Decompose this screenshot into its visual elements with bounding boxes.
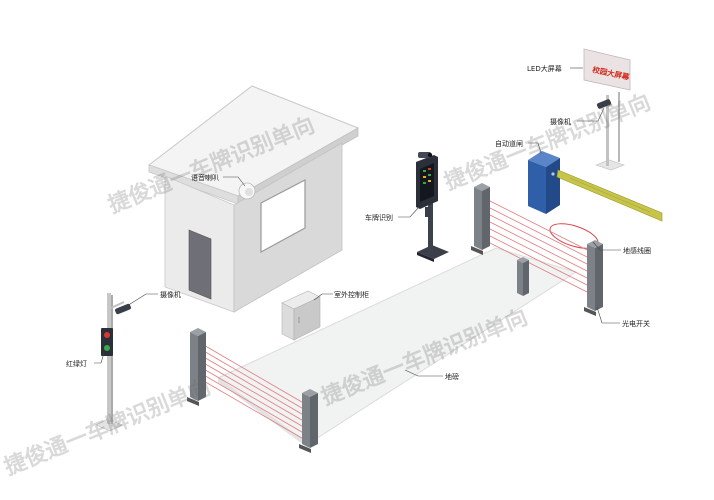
- auto-barrier-gate: [528, 151, 663, 222]
- label-ground-loop: 地感线圈: [623, 247, 651, 255]
- plate-recognition-unit: [416, 152, 449, 262]
- guard-house: [147, 85, 360, 313]
- guard-house-door: [188, 229, 212, 300]
- camera-left-icon: [115, 303, 131, 315]
- speaker-icon: [238, 182, 256, 200]
- photo-post-front-left: [187, 328, 206, 406]
- label-photo-switch: 光电开关: [622, 320, 650, 328]
- label-led-screen: LED大屏幕: [527, 65, 562, 73]
- photo-post-front-right: [299, 389, 318, 453]
- traffic-light-icon: [101, 328, 113, 356]
- label-outdoor-cabinet: 室外控制柜: [334, 291, 369, 299]
- label-traffic-light: 红绿灯: [66, 360, 87, 368]
- label-camera-left: 摄像机: [160, 291, 181, 299]
- label-plate-recognition: 车牌识别: [365, 214, 393, 222]
- outdoor-cabinet: [281, 290, 321, 341]
- traffic-light-pole: [95, 293, 125, 432]
- camera-right-icon: [596, 99, 613, 109]
- guard-house-window: [260, 179, 306, 254]
- photo-post-back-mid: [517, 257, 529, 296]
- leader-lines: [94, 67, 621, 377]
- photo-beams-back: [485, 198, 594, 296]
- photo-beams-front: [201, 343, 308, 442]
- label-auto-gate: 自动道闸: [495, 140, 523, 148]
- label-camera-right: 摄像机: [550, 118, 571, 126]
- photo-post-back-right: [584, 240, 603, 316]
- led-screen: 校园大屏幕: [583, 48, 631, 171]
- photo-post-back-left: [471, 183, 490, 255]
- label-speaker: 语音喇叭: [191, 174, 219, 182]
- label-weighbridge: 地磅: [445, 373, 459, 381]
